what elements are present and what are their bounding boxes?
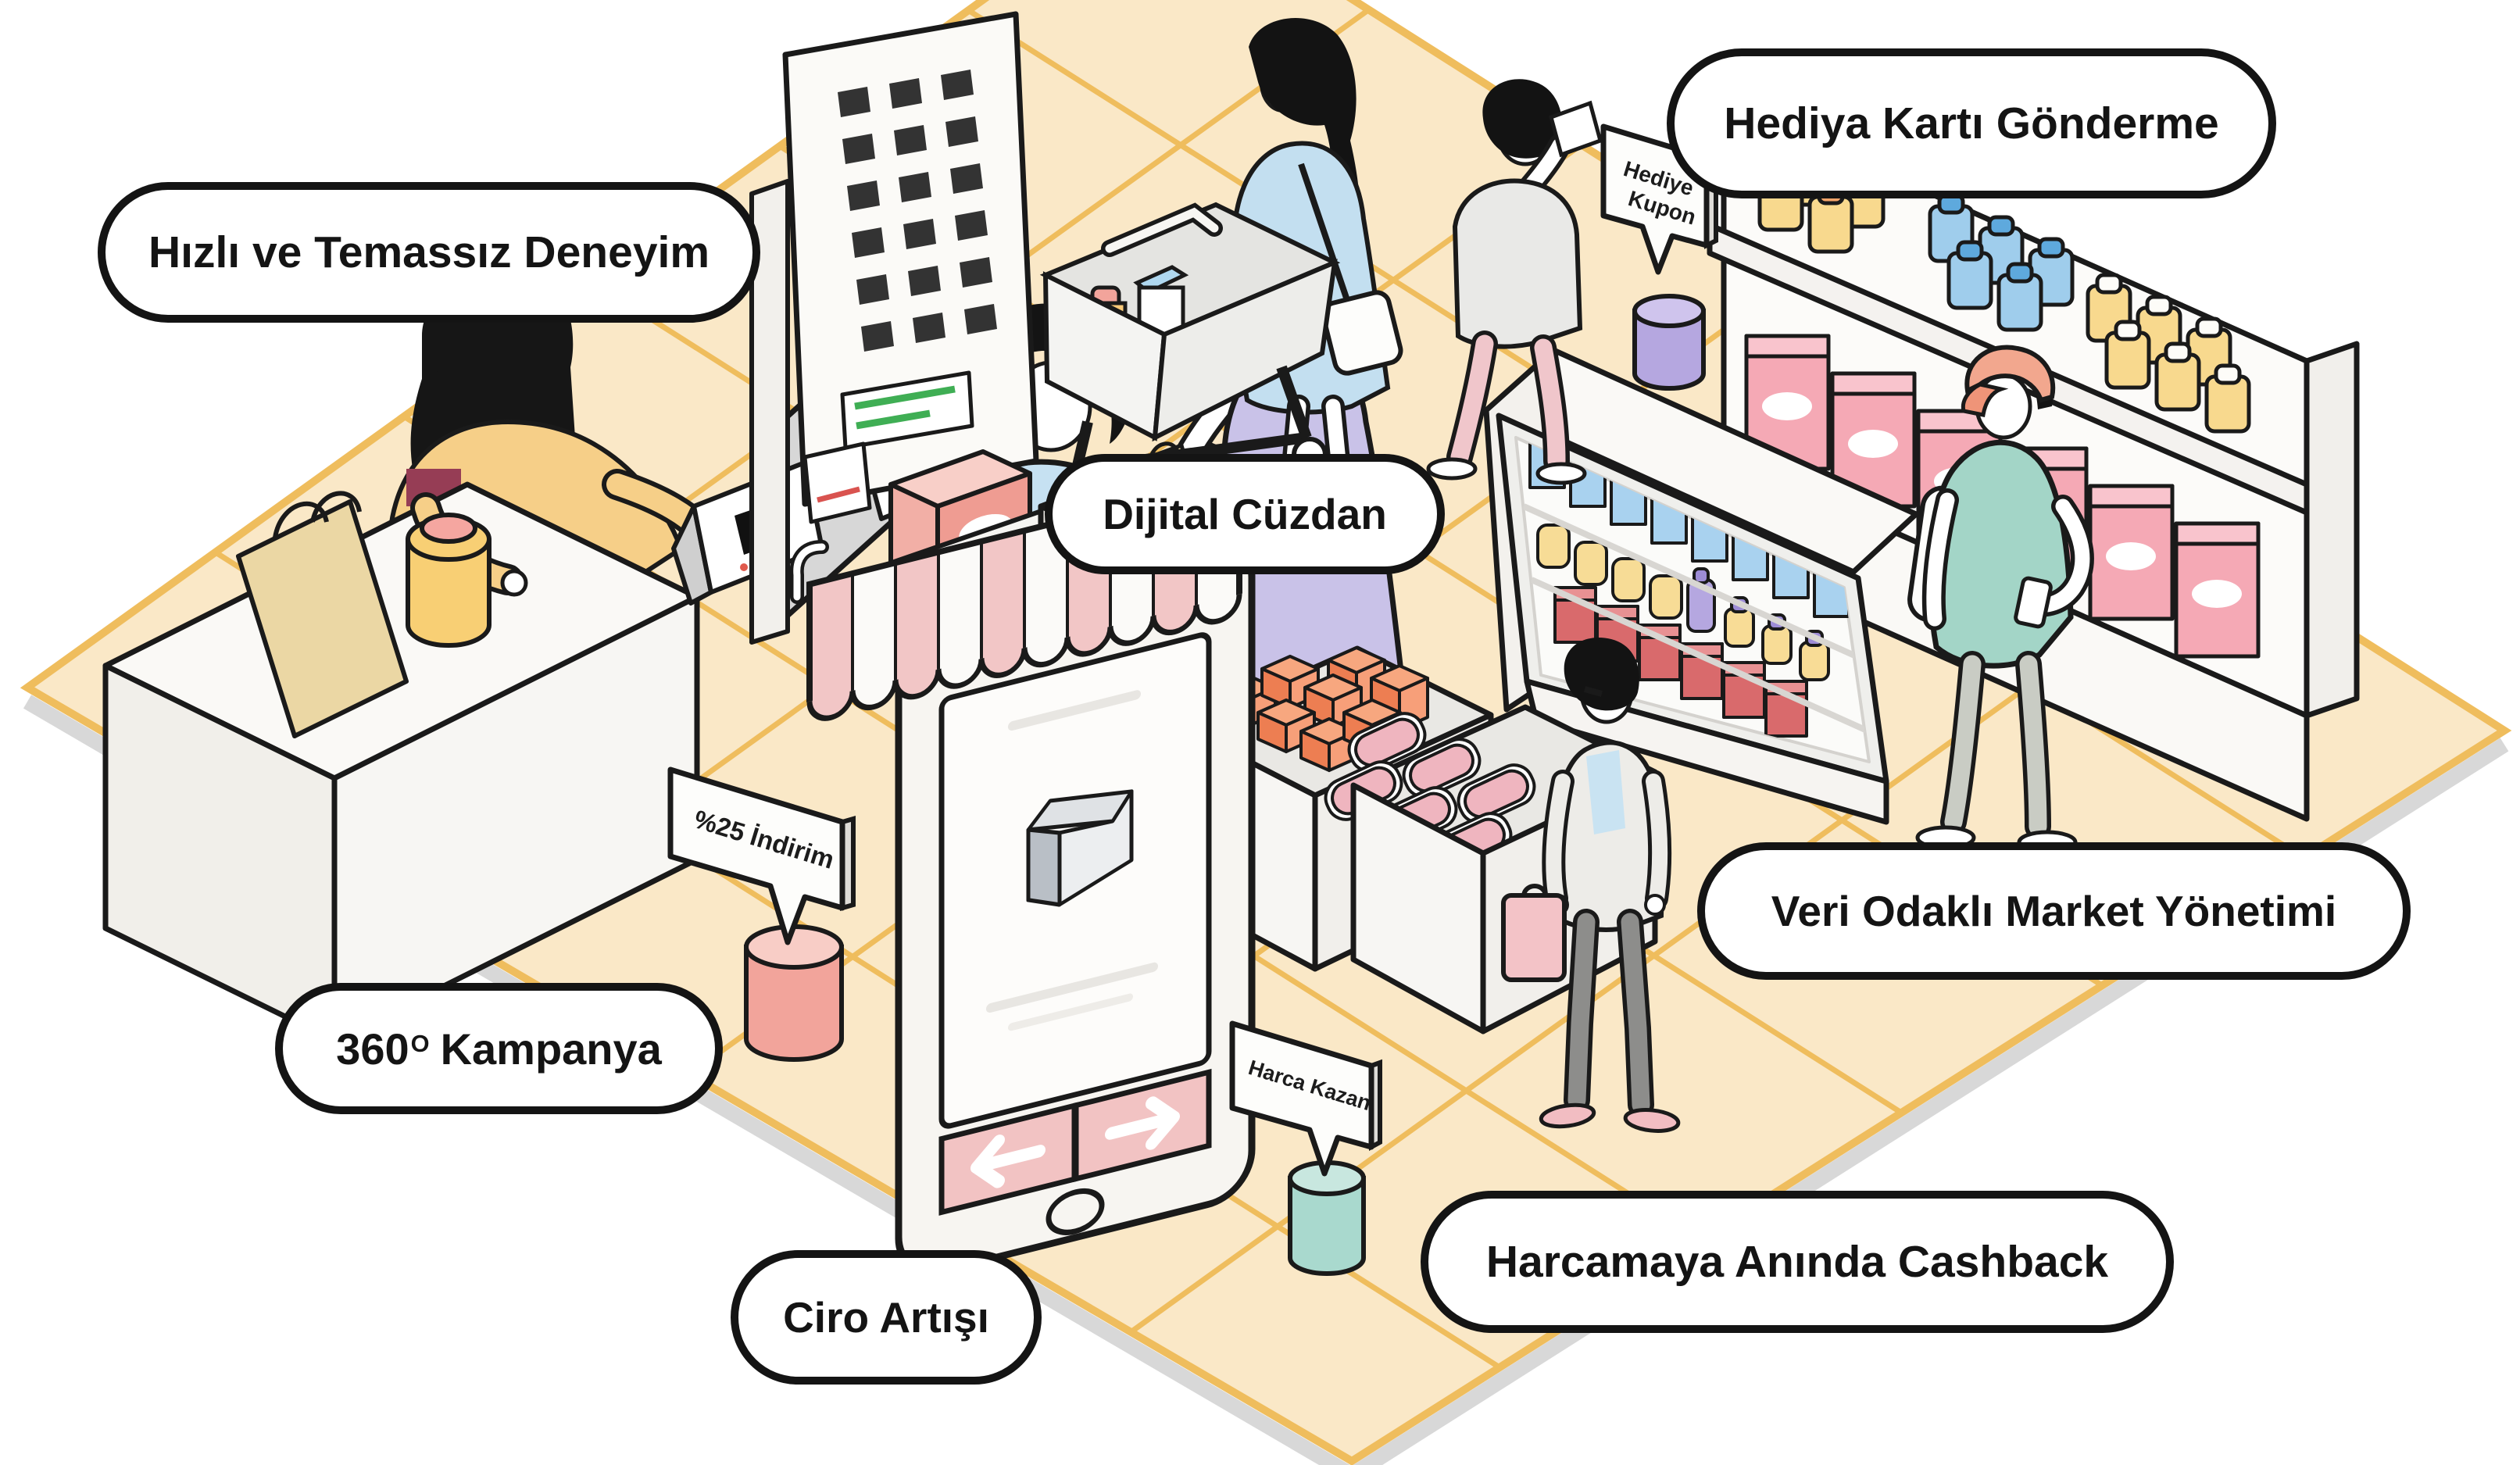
shopper-with-phone [1907, 345, 2094, 855]
cap [1961, 345, 2056, 417]
smartphone-storefront [806, 473, 1256, 1276]
cart-shopper [1039, 17, 1403, 504]
product-jar [406, 513, 491, 648]
shelf-jars-yellow-white [2086, 273, 2251, 434]
label-fast-contactless: Hızlı ve Temassız Deneyim [98, 182, 760, 323]
kiosk-buttons [838, 70, 997, 352]
phone-nav [938, 1068, 1212, 1216]
label-cashback: Harcamaya Anında Cashback [1421, 1191, 2174, 1333]
briefcase [1501, 884, 1567, 982]
label-fast-contactless-text: Hızlı ve Temassız Deneyim [148, 227, 710, 277]
arrow-right-icon [1105, 1096, 1180, 1150]
shoulder-bag [1321, 290, 1403, 376]
label-gift-card: Hediya Kartı Gönderme [1667, 48, 2276, 198]
home-button [1046, 1188, 1105, 1235]
label-revenue: Ciro Artışı [731, 1250, 1042, 1385]
arrow-left-icon [970, 1134, 1046, 1188]
label-data-market-text: Veri Odaklı Market Yönetimi [1771, 887, 2337, 935]
spend-earn-sign: Harca Kazan [1229, 1020, 1382, 1276]
label-revenue-text: Ciro Artışı [783, 1293, 989, 1342]
label-campaign-word: Kampanya [440, 1024, 662, 1074]
label-digital-wallet-text: Dijital Cüzdan [1103, 490, 1387, 538]
shelf-jars-blue [1928, 193, 2075, 332]
label-campaign-degree: O [410, 1030, 430, 1057]
label-data-market: Veri Odaklı Market Yönetimi [1697, 842, 2411, 980]
label-digital-wallet: Dijital Cüzdan [1045, 454, 1445, 574]
walking-shopper [1426, 79, 1603, 485]
kiosk-screen [840, 370, 974, 450]
manager [1501, 637, 1681, 1133]
mobile-phone [2014, 576, 2053, 629]
label-campaign-number: 360 [336, 1024, 409, 1074]
kiosk-card-reader [802, 441, 872, 524]
label-cashback-text: Harcamaya Anında Cashback [1485, 1237, 2109, 1287]
milk-carton-icon [1026, 789, 1134, 907]
gift-card [1548, 100, 1603, 158]
label-gift-card-text: Hediya Kartı Gönderme [1724, 98, 2219, 148]
discount-sign: %25 İndirim [667, 766, 856, 1062]
shopping-cart [1039, 202, 1341, 504]
shopping-bag [236, 491, 409, 738]
